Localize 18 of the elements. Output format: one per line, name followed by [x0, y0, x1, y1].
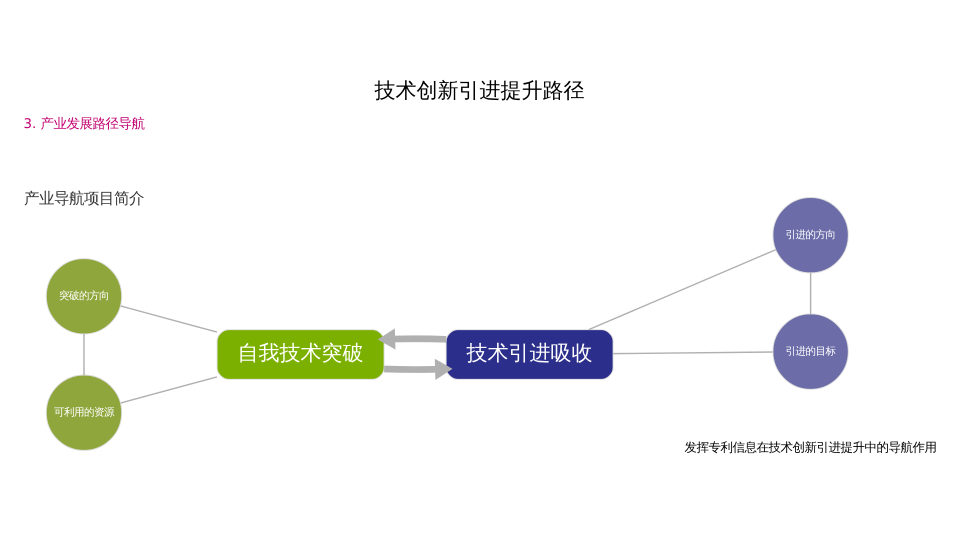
diagram-title: 技术创新引进提升路径 — [374, 78, 584, 102]
node-circle: 引进的方向 — [772, 197, 849, 274]
node-box: 自我技术突破 — [216, 329, 385, 380]
node-circle: 可利用的资源 — [46, 374, 122, 451]
connector — [588, 249, 776, 330]
connector — [120, 376, 218, 404]
node-circle: 引进的目标 — [772, 313, 849, 390]
connector — [810, 273, 812, 314]
label: 3. 产业发展路径导航 — [23, 117, 144, 132]
node-circle: 突破的方向 — [46, 258, 122, 334]
arrow — [384, 358, 452, 380]
connector — [120, 305, 218, 333]
caption: 发挥专利信息在技术创新引进提升中的导航作用 — [684, 439, 937, 454]
label: 产业导航项目简介 — [24, 190, 144, 208]
node-box: 技术引进吸收 — [446, 329, 614, 380]
arrow — [378, 328, 446, 350]
connector — [613, 351, 773, 354]
connector — [83, 334, 85, 375]
